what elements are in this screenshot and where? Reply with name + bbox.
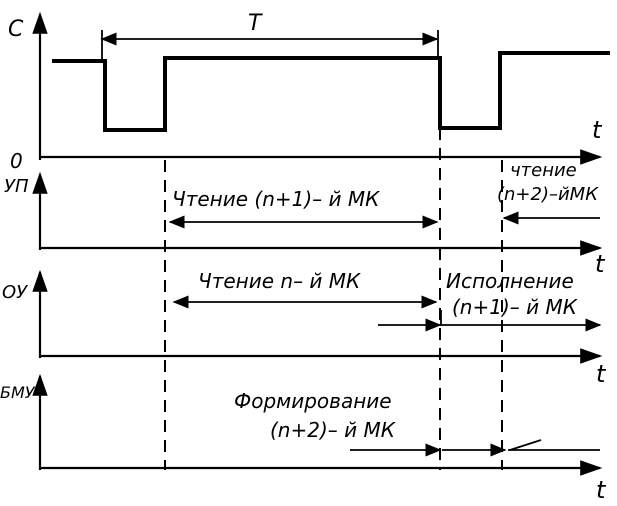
origin-label: 0 bbox=[10, 149, 23, 173]
row-ou-execute-label-2: (n+1)– й МК bbox=[452, 295, 578, 319]
row-bmu-time-label: t bbox=[596, 476, 607, 504]
row-ou-time-label: t bbox=[596, 360, 607, 388]
row-ou-execute-label-1: Исполнение bbox=[446, 269, 574, 293]
row-up-time-label: t bbox=[595, 250, 606, 278]
clock-waveform bbox=[52, 51, 610, 132]
row-bmu-label: БМУ bbox=[0, 383, 36, 402]
row-bmu: БМУ t Формирование (n+2)– й МК bbox=[0, 373, 607, 504]
row-ou-read-current-label: Чтение n– й МК bbox=[198, 269, 361, 293]
period-label: T bbox=[248, 11, 263, 36]
row-ou: ОУ t Чтение n– й МК Исполнение (n+1)– й … bbox=[2, 269, 607, 388]
row-bmu-form-arrow-tail bbox=[509, 439, 542, 451]
clock-panel: C 0 t T bbox=[8, 11, 610, 173]
row-bmu-form-label-1: Формирование bbox=[234, 389, 392, 413]
row-bmu-form-label-2: (n+2)– й МК bbox=[270, 418, 396, 442]
clock-time-label: t bbox=[592, 116, 603, 144]
row-up-label: УП bbox=[4, 176, 29, 197]
row-up: УП t Чтение (n+1)– й МК чтение (n+2)–йМК bbox=[4, 160, 606, 278]
clock-axis-label: C bbox=[8, 17, 24, 42]
row-up-read-after-label-2: (n+2)–йМК bbox=[497, 184, 599, 205]
row-up-read-after-label-1: чтение bbox=[510, 160, 577, 181]
row-up-read-next-label: Чтение (n+1)– й МК bbox=[172, 187, 380, 211]
row-ou-label: ОУ bbox=[2, 282, 28, 303]
